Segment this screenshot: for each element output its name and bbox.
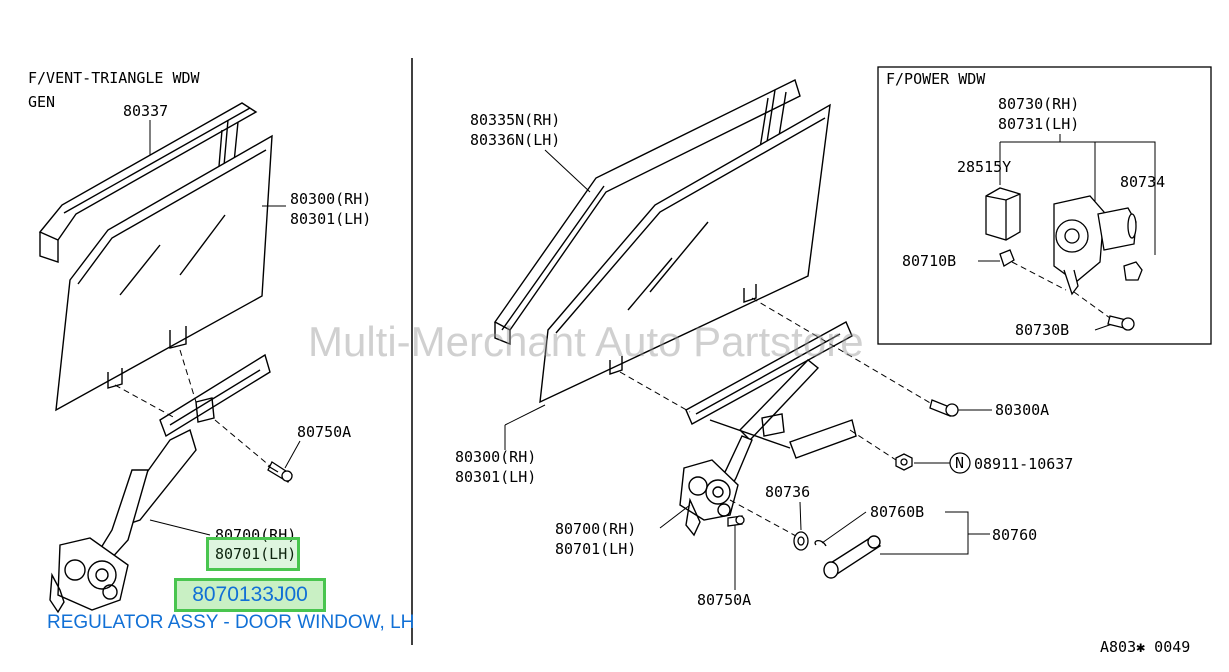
- bracket-80710b[interactable]: [999, 249, 1015, 267]
- control-module-28515y[interactable]: [985, 187, 1021, 241]
- left-header-line1: F/VENT-TRIANGLE WDW: [28, 69, 201, 87]
- label-80731-lh: 80731(LH): [998, 115, 1079, 133]
- label-80750a-left: 80750A: [297, 423, 351, 441]
- label-80734: 80734: [1120, 173, 1165, 191]
- inset-dashed-leaders: [1011, 261, 1111, 319]
- label-80301-lh-right: 80301(LH): [455, 468, 536, 486]
- bolt-80750a-left[interactable]: [267, 461, 293, 483]
- label-28515y: 28515Y: [957, 158, 1011, 176]
- label-80301-lh-left: 80301(LH): [290, 210, 371, 228]
- label-80750a-right: 80750A: [697, 591, 751, 609]
- label-80760b: 80760B: [870, 503, 924, 521]
- motor-80730[interactable]: [1053, 195, 1137, 296]
- regulator-assy-right[interactable]: [679, 321, 857, 537]
- inset-title: F/POWER WDW: [886, 70, 986, 88]
- label-80701-lh-left: 80701(LH): [215, 545, 296, 563]
- watermark-text: Multi-Merchant Auto Partstore: [308, 318, 864, 365]
- vent-glass-80300[interactable]: [55, 134, 273, 412]
- clip-80760b[interactable]: [814, 539, 827, 547]
- label-80300-rh-right: 80300(RH): [455, 448, 536, 466]
- selected-part-description: REGULATOR ASSY - DOOR WINDOW, LH: [47, 612, 415, 633]
- label-80710b: 80710B: [902, 252, 956, 270]
- washer-80736[interactable]: [793, 531, 809, 551]
- handle-80760[interactable]: [823, 535, 882, 579]
- left-header-line2: GEN: [28, 93, 55, 111]
- label-80736: 80736: [765, 483, 810, 501]
- bolt-80730b[interactable]: [1107, 315, 1135, 331]
- label-n-mark: N: [955, 454, 964, 472]
- right-dashed-leaders: [619, 297, 933, 537]
- nut-08911-10637[interactable]: [895, 453, 913, 471]
- label-80701-lh-right: 80701(LH): [555, 540, 636, 558]
- label-80760: 80760: [992, 526, 1037, 544]
- label-80336n-lh: 80336N(LH): [470, 131, 560, 149]
- label-80300a: 80300A: [995, 401, 1049, 419]
- selected-part-number[interactable]: 8070133J00: [174, 578, 326, 612]
- bolt-80750a-right[interactable]: [727, 515, 745, 527]
- label-80700-rh-right: 80700(RH): [555, 520, 636, 538]
- highlight-80701-lh[interactable]: [206, 537, 300, 571]
- bushing-80734[interactable]: [1123, 261, 1143, 281]
- bolt-80300a[interactable]: [929, 399, 959, 417]
- label-08911-10637: 08911-10637: [974, 455, 1073, 473]
- regulator-assy-left[interactable]: [49, 353, 271, 614]
- label-80337: 80337: [123, 102, 168, 120]
- label-80730b: 80730B: [1015, 321, 1069, 339]
- label-80730-rh: 80730(RH): [998, 95, 1079, 113]
- label-80300-rh-left: 80300(RH): [290, 190, 371, 208]
- label-80335n-rh: 80335N(RH): [470, 111, 560, 129]
- door-glass-80300[interactable]: [539, 103, 831, 404]
- diagram-code: A803✱ 0049: [1100, 638, 1190, 656]
- left-dashed-leaders: [114, 349, 271, 467]
